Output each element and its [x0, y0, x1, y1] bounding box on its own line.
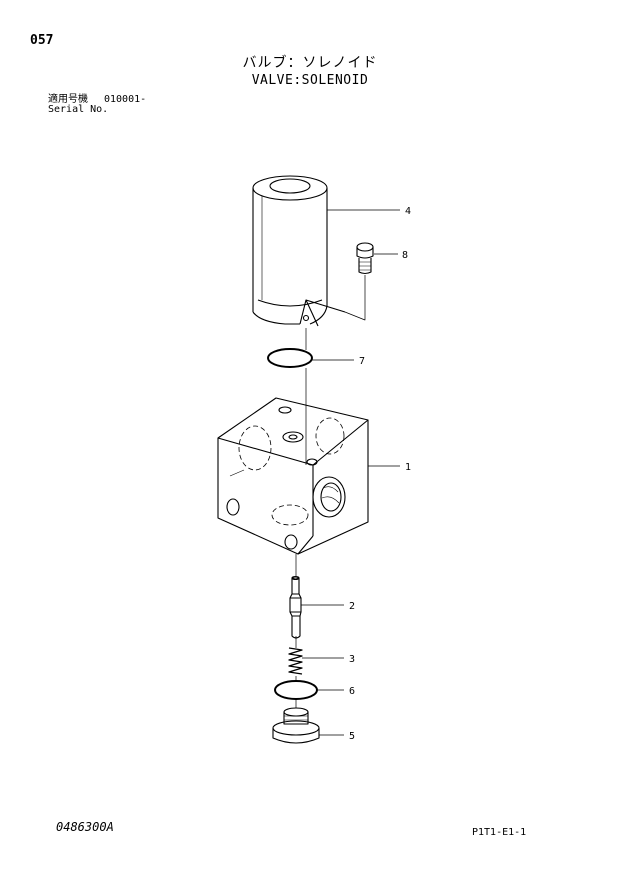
- screw: [356, 242, 374, 275]
- page-code: P1T1-E1-1: [472, 827, 527, 838]
- o-ring-lower: [274, 680, 318, 700]
- title-english: VALVE:SOLENOID: [251, 73, 369, 88]
- serial-label-english: Serial No.: [48, 104, 109, 115]
- callout-5: 5: [349, 731, 355, 742]
- alignment-lines: [295, 275, 366, 708]
- spool: [289, 575, 302, 639]
- spring: [288, 647, 303, 675]
- callout-8: 8: [402, 250, 408, 261]
- callout-1: 1: [405, 462, 411, 473]
- callout-3: 3: [349, 654, 355, 665]
- page-number: 057: [30, 33, 54, 48]
- callout-7: 7: [359, 356, 365, 367]
- callout-2: 2: [349, 601, 355, 612]
- callout-4: 4: [405, 206, 411, 217]
- valve-body: [217, 397, 369, 555]
- leader-lines: [301, 209, 400, 736]
- callout-6: 6: [349, 686, 355, 697]
- solenoid-coil: [252, 175, 346, 327]
- title-japanese: バルブ：ソレノイド: [242, 55, 378, 71]
- serial-label-japanese: 適用号機: [48, 94, 88, 105]
- serial-value: 010001-: [104, 94, 147, 105]
- plug: [272, 707, 320, 744]
- document-number: 0486300A: [56, 820, 114, 834]
- o-ring-upper: [267, 348, 313, 368]
